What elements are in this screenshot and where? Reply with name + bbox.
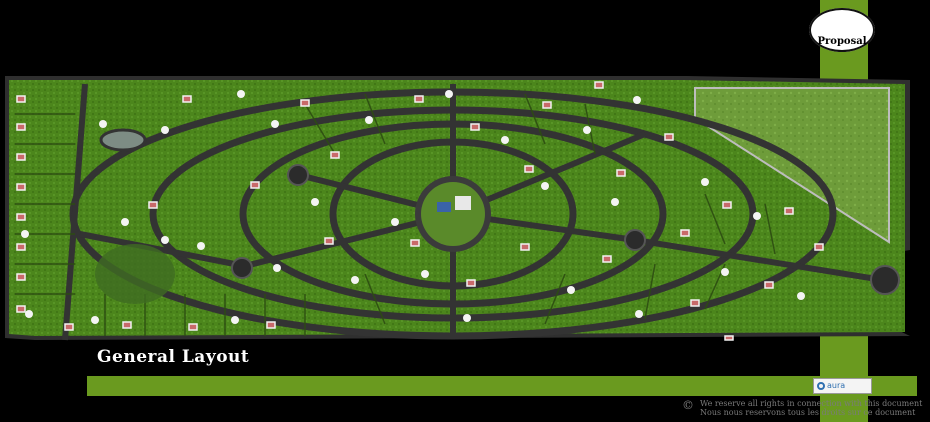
proposal-label: Proposal — [817, 36, 867, 47]
proposal-number: 1 — [833, 7, 851, 36]
logo-icon — [817, 382, 825, 390]
page-title: General Layout — [97, 347, 250, 367]
proposal-badge: 1 Proposal — [809, 8, 875, 52]
copyright-line-1: We reserve all rights in connection with… — [700, 399, 923, 408]
copyright-icon: © — [682, 398, 694, 412]
copyright-line-2: Nous nous reservons tous les droits sur … — [700, 408, 916, 417]
site-plan-image — [5, 76, 910, 341]
footer-accent-bar — [87, 376, 917, 396]
logo-text: aura — [827, 381, 846, 390]
company-logo: aura — [813, 378, 872, 394]
